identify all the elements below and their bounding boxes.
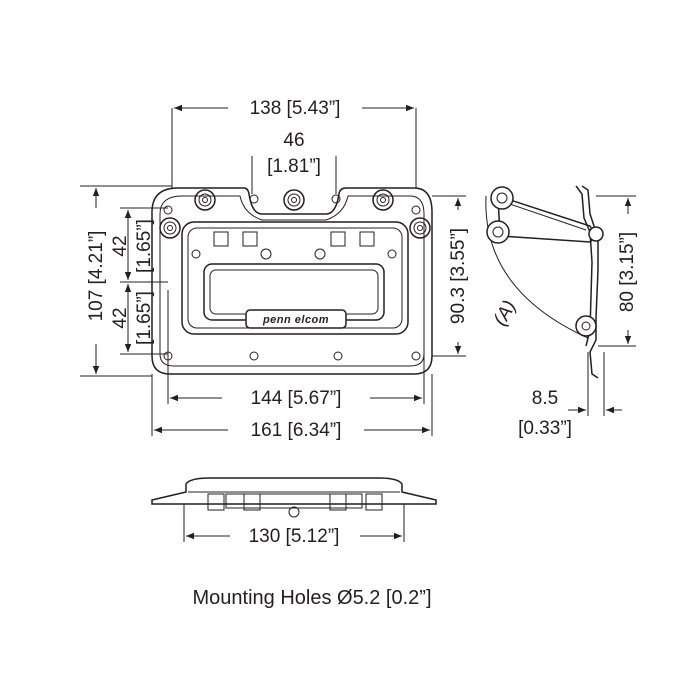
dim-handle-span-in: [1.81”] xyxy=(267,156,321,177)
dim-lower-height-in: [1.65”] xyxy=(134,291,155,345)
rivet-icon xyxy=(409,217,431,239)
mounting-holes-note: Mounting Holes Ø5.2 [0.2”] xyxy=(192,587,431,609)
dim-upper-height: 42 xyxy=(110,235,131,256)
dim-bottom-width: 130 [5.12”] xyxy=(249,526,340,547)
side-view: (A) xyxy=(485,185,604,379)
rivet-icon xyxy=(372,189,394,211)
brand-logo: penn elcom xyxy=(245,309,347,329)
brand-logo-text: penn elcom xyxy=(262,314,329,326)
rivet-icon xyxy=(283,189,305,211)
front-view: penn elcom xyxy=(151,187,433,375)
rivet-icon xyxy=(159,217,181,239)
rivet-icon xyxy=(194,189,216,211)
bottom-view xyxy=(151,477,437,518)
dim-top-width: 138 [5.43”] xyxy=(250,98,341,119)
dim-handle-span: 46 xyxy=(283,130,304,151)
dim-overall-height: 107 [4.21”] xyxy=(86,231,107,322)
dim-depth: 8.5 xyxy=(532,388,558,409)
dim-depth-in: [0.33”] xyxy=(518,418,572,439)
dim-side-height: 80 [3.15”] xyxy=(617,232,638,312)
front-view-dimensions: 138 [5.43”] 46 [1.81”] 107 [4.21”] 42 [1… xyxy=(80,98,469,441)
dim-lower-height: 42 xyxy=(110,307,131,328)
dim-hole-spacing: 144 [5.67”] xyxy=(251,388,342,409)
bottom-view-dimensions: 130 [5.12”] xyxy=(183,504,405,547)
side-view-dimensions: 80 [3.15”] 8.5 [0.33”] xyxy=(518,195,638,439)
dim-upper-height-in: [1.65”] xyxy=(134,219,155,273)
view-label: (A) xyxy=(490,297,521,329)
dim-inner-height: 90.3 [3.55”] xyxy=(448,228,469,324)
dim-overall-width: 161 [6.34”] xyxy=(251,420,342,441)
